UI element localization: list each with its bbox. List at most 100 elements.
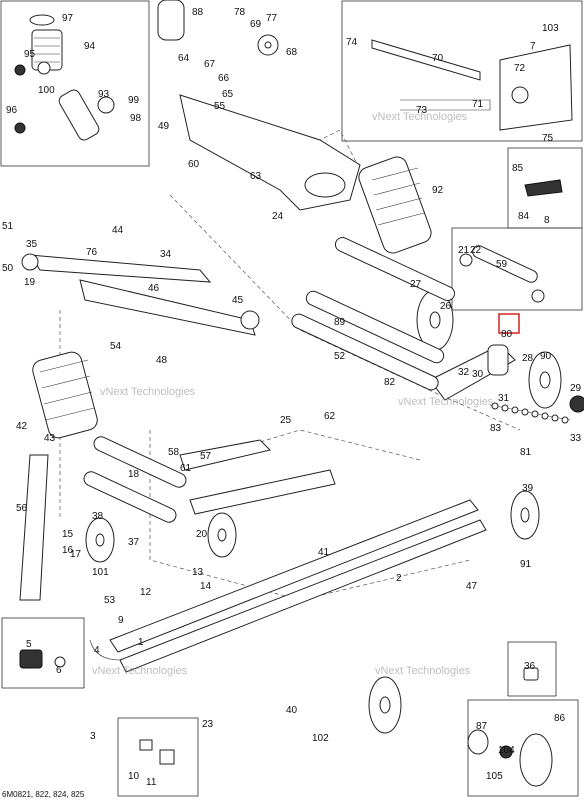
callout-50: 50: [2, 263, 14, 274]
callout-16: 16: [62, 545, 74, 556]
callout-18: 18: [128, 469, 140, 480]
callout-41: 41: [318, 547, 330, 558]
rear-arm-assembly-28: [429, 344, 516, 401]
callout-81: 81: [520, 447, 532, 458]
callout-35: 35: [26, 239, 38, 250]
spacer-row-81: [489, 402, 571, 424]
callout-25: 25: [280, 415, 292, 426]
callout-26: 26: [440, 301, 452, 312]
callout-100: 100: [38, 85, 55, 96]
callout-69: 69: [250, 19, 262, 30]
callout-31: 31: [498, 393, 510, 404]
idler-wheel-91-lower: [368, 676, 402, 734]
callout-13: 13: [192, 567, 204, 578]
callout-75: 75: [542, 133, 554, 144]
callout-63: 63: [250, 171, 262, 182]
callout-14: 14: [200, 581, 212, 592]
callout-51: 51: [2, 221, 14, 232]
bearing-104: [467, 729, 553, 787]
callout-23: 23: [202, 719, 214, 730]
inset-bearing-box: [467, 699, 579, 797]
callout-53: 53: [104, 595, 116, 606]
callout-61: 61: [180, 463, 192, 474]
watermark: vNext Technologies: [100, 386, 196, 398]
callout-38: 38: [92, 511, 104, 522]
callout-84: 84: [518, 211, 530, 222]
callout-96: 96: [6, 105, 18, 116]
callout-29: 29: [570, 383, 582, 394]
callout-64: 64: [178, 53, 190, 64]
callout-48: 48: [156, 355, 168, 366]
callout-22: 22: [470, 245, 482, 256]
callout-89: 89: [334, 317, 346, 328]
front-arm-34: [21, 253, 260, 336]
idler-wheel-90: [528, 351, 584, 413]
callout-3: 3: [90, 731, 96, 742]
callout-42: 42: [16, 421, 28, 432]
callout-6: 6: [56, 665, 62, 676]
footer-code: 6M0821, 822, 824, 825: [2, 790, 85, 799]
callout-32: 32: [458, 367, 470, 378]
watermark: vNext Technologies: [398, 396, 494, 408]
callout-62: 62: [324, 411, 336, 422]
hardware-clips-10: [139, 739, 175, 765]
mid-arm-57: [179, 439, 336, 515]
callout-68: 68: [286, 47, 298, 58]
shaft-89: [305, 290, 445, 364]
shaft-18b: [83, 471, 177, 523]
callout-24: 24: [272, 211, 284, 222]
callout-60: 60: [188, 159, 200, 170]
callout-104: 104: [498, 745, 515, 756]
callout-39: 39: [522, 483, 534, 494]
callout-46: 46: [148, 283, 160, 294]
idler-wheel-20: [207, 512, 237, 558]
callout-17: 17: [70, 549, 82, 560]
callout-82: 82: [384, 377, 396, 388]
inset-wear-parts-box: [1, 617, 85, 689]
axle-59: [459, 245, 545, 303]
callout-36: 36: [524, 661, 536, 672]
inset-axle-box: [451, 227, 583, 311]
callout-99: 99: [128, 95, 140, 106]
pivot-washer-77: [257, 34, 279, 56]
callout-57: 57: [200, 451, 212, 462]
callout-87: 87: [476, 721, 488, 732]
callout-27: 27: [410, 279, 422, 290]
slide-rail-2: [89, 499, 487, 673]
callout-21: 21: [458, 245, 470, 256]
callout-15: 15: [62, 529, 74, 540]
callout-43: 43: [44, 433, 56, 444]
front-shock-42: [32, 351, 98, 439]
callout-66: 66: [218, 73, 230, 84]
callout-105: 105: [486, 771, 503, 782]
callout-71: 71: [472, 99, 484, 110]
callout-10: 10: [128, 771, 140, 782]
callout-37: 37: [128, 537, 140, 548]
callout-85: 85: [512, 163, 524, 174]
callout-67: 67: [204, 59, 216, 70]
top-cross-arm-63: [179, 94, 361, 211]
callout-86: 86: [554, 713, 566, 724]
callout-92: 92: [432, 185, 444, 196]
callout-56: 56: [16, 503, 28, 514]
callout-11: 11: [146, 777, 157, 788]
callout-101: 101: [92, 567, 109, 578]
shock-spring-assembly: [14, 14, 115, 141]
watermark: vNext Technologies: [92, 665, 188, 677]
shaft-27: [334, 236, 456, 302]
idler-wheel-39: [510, 490, 540, 540]
inset-plug-box: [507, 641, 557, 697]
shaft-18: [93, 436, 187, 488]
callout-58: 58: [168, 447, 180, 458]
rear-shock-92: [358, 156, 432, 254]
inset-top-bracket-box: [341, 0, 583, 142]
idler-wheel-38: [85, 517, 115, 563]
callout-45: 45: [232, 295, 244, 306]
watermark: vNext Technologies: [375, 665, 471, 677]
callout-4: 4: [94, 645, 100, 656]
callout-2: 2: [396, 573, 402, 584]
callout-28: 28: [522, 353, 534, 364]
callout-83: 83: [490, 423, 502, 434]
